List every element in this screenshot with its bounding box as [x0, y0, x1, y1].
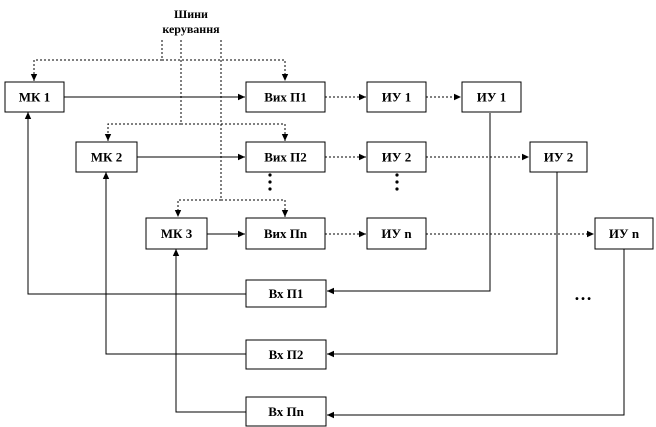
- block-input-port-2: Вх П2: [245, 339, 327, 370]
- horizontal-ellipsis: …: [574, 284, 592, 304]
- block-input-port-n: Вх Пn: [245, 396, 327, 427]
- block-output-port-n-label: Вих Пn: [264, 226, 308, 241]
- block-mk-2-label: МК 2: [91, 150, 122, 165]
- block-mk-3-label: МК 3: [161, 226, 193, 241]
- block-actuator-2-b-label: ИУ 2: [544, 150, 573, 165]
- block-input-port-n-label: Вх Пn: [268, 404, 304, 419]
- title-line-1: Шини: [174, 7, 208, 21]
- block-mk-1-label: МК 1: [19, 90, 50, 105]
- block-actuator-2-a: ИУ 2: [366, 141, 427, 173]
- control-bus-lines: [30, 40, 289, 217]
- block-actuator-1-a: ИУ 1: [366, 81, 427, 113]
- block-actuator-n-b-label: ИУ n: [609, 226, 640, 241]
- feedback-arrows: [24, 112, 625, 419]
- block-input-port-2-label: Вх П2: [269, 347, 304, 362]
- block-actuator-n-a: ИУ n: [366, 217, 427, 250]
- title-line-2: керування: [162, 22, 220, 36]
- block-actuator-2-b: ИУ 2: [529, 141, 588, 173]
- block-mk-2: МК 2: [75, 141, 138, 173]
- block-input-port-1-label: Вх П1: [269, 286, 304, 301]
- vertical-ellipsis-outputs: [268, 173, 272, 191]
- block-actuator-n-a-label: ИУ n: [381, 226, 412, 241]
- block-output-port-1-label: Вих П1: [264, 90, 307, 105]
- block-mk-1: МК 1: [4, 81, 65, 113]
- block-input-port-1: Вх П1: [245, 279, 327, 308]
- block-actuator-n-b: ИУ n: [594, 217, 654, 250]
- block-output-port-2: Вих П2: [245, 141, 326, 173]
- block-output-port-n: Вих Пn: [245, 217, 326, 250]
- block-output-port-1: Вих П1: [245, 81, 326, 113]
- block-actuator-1-a-label: ИУ 1: [382, 90, 411, 105]
- block-actuator-2-a-label: ИУ 2: [382, 150, 411, 165]
- block-actuator-1-b: ИУ 1: [461, 81, 522, 113]
- vertical-ellipsis-actuators: [395, 173, 399, 191]
- block-output-port-2-label: Вих П2: [264, 150, 307, 165]
- block-mk-3: МК 3: [145, 217, 208, 250]
- block-actuator-1-b-label: ИУ 1: [477, 90, 506, 105]
